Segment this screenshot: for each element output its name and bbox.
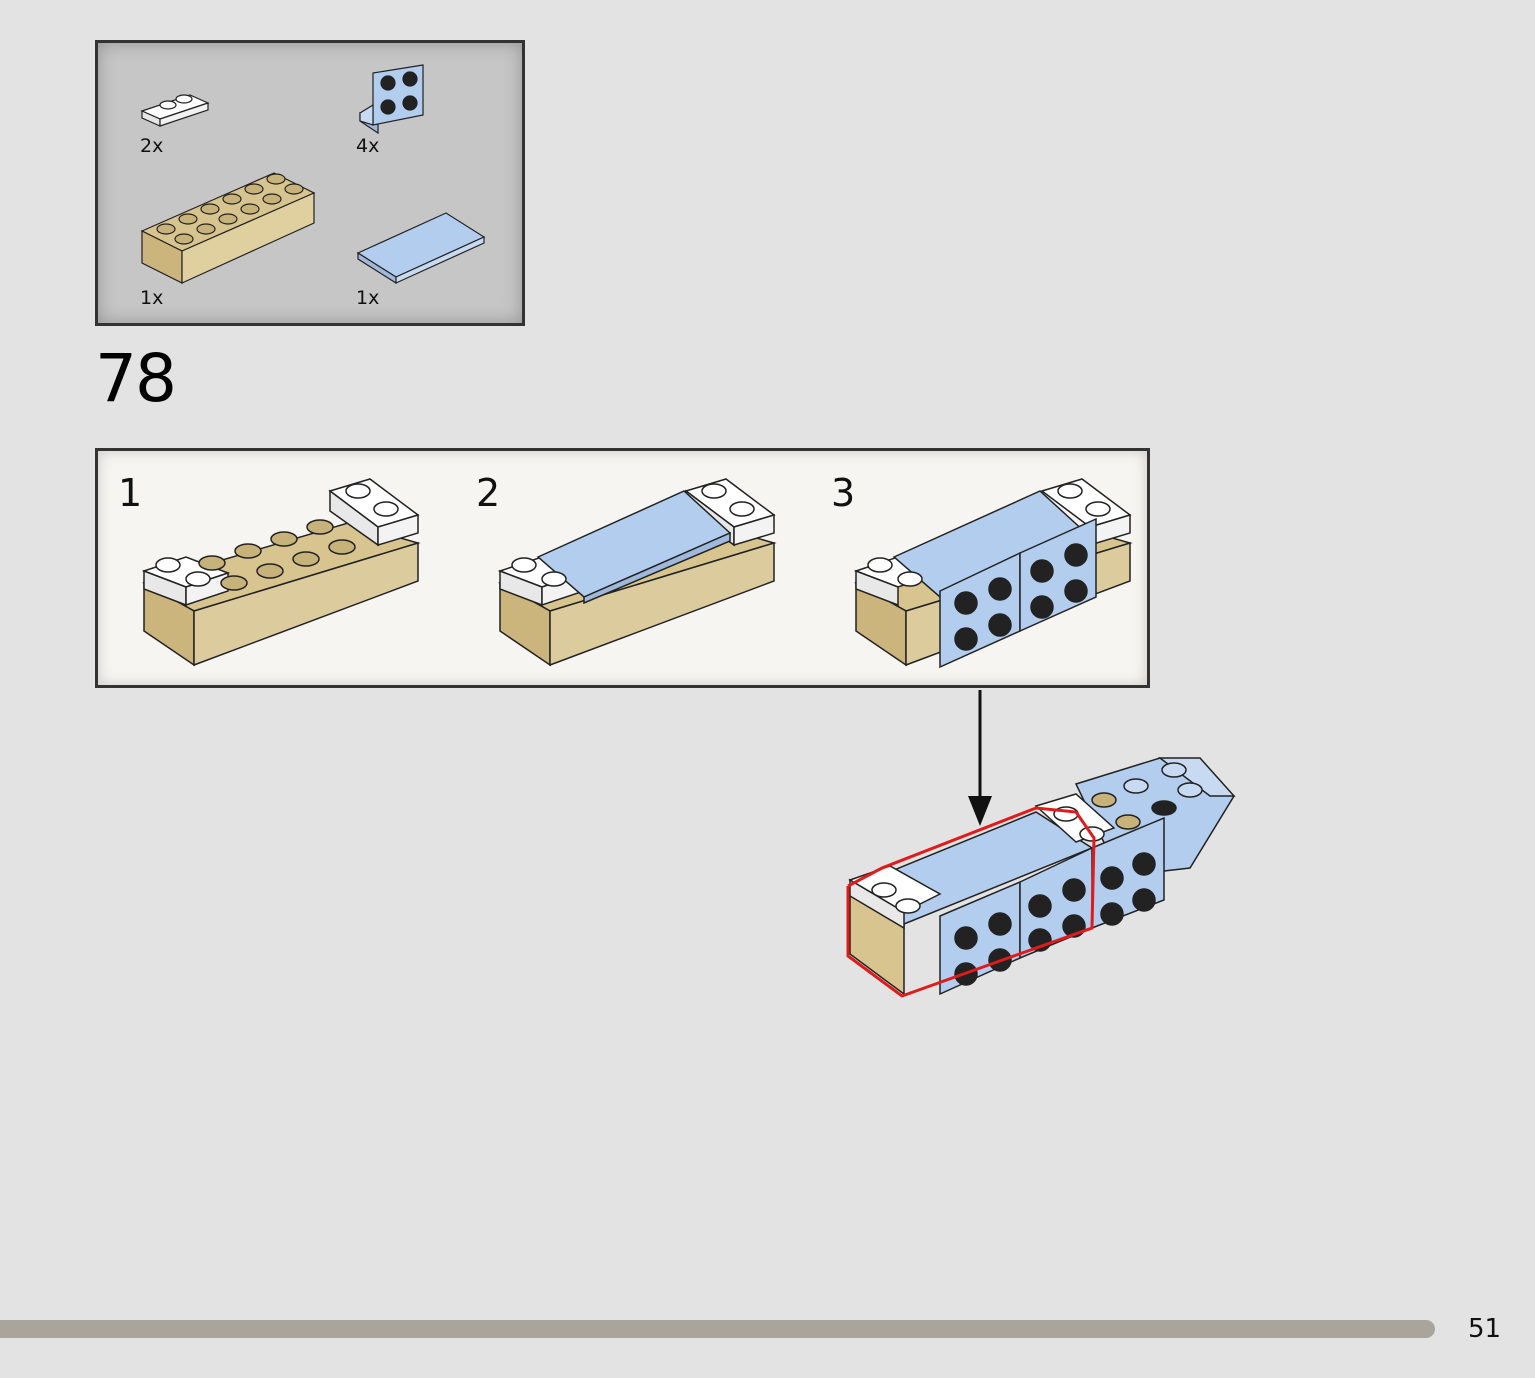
part-qty: 1x	[140, 287, 164, 309]
substep-2-art	[497, 478, 777, 667]
highlight-outline	[846, 806, 1096, 998]
step-number: 78	[95, 340, 177, 417]
footer-bar	[0, 1320, 1435, 1338]
parts-list-box: 2x 4x 1x 1x	[95, 40, 525, 326]
light-blue-bracket-2x2-icon	[359, 64, 424, 135]
part-qty: 4x	[356, 135, 380, 157]
tan-brick-2x6-icon	[140, 172, 316, 284]
white-plate-1x2-icon	[140, 94, 210, 127]
substep-number: 3	[831, 471, 856, 515]
substep-number: 1	[118, 471, 143, 515]
substeps-box: 1 2 3	[95, 448, 1150, 688]
page-number: 51	[1468, 1314, 1502, 1344]
part-qty: 2x	[140, 135, 164, 157]
substep-3-art	[853, 478, 1133, 669]
substep-number: 2	[476, 471, 501, 515]
substep-1-art	[141, 478, 421, 667]
model-assembly-art	[846, 690, 1236, 998]
light-blue-tile-2x4-icon	[356, 212, 486, 285]
part-qty: 1x	[356, 287, 380, 309]
parts-list-art	[140, 64, 486, 285]
arrow-down-icon	[968, 690, 992, 826]
